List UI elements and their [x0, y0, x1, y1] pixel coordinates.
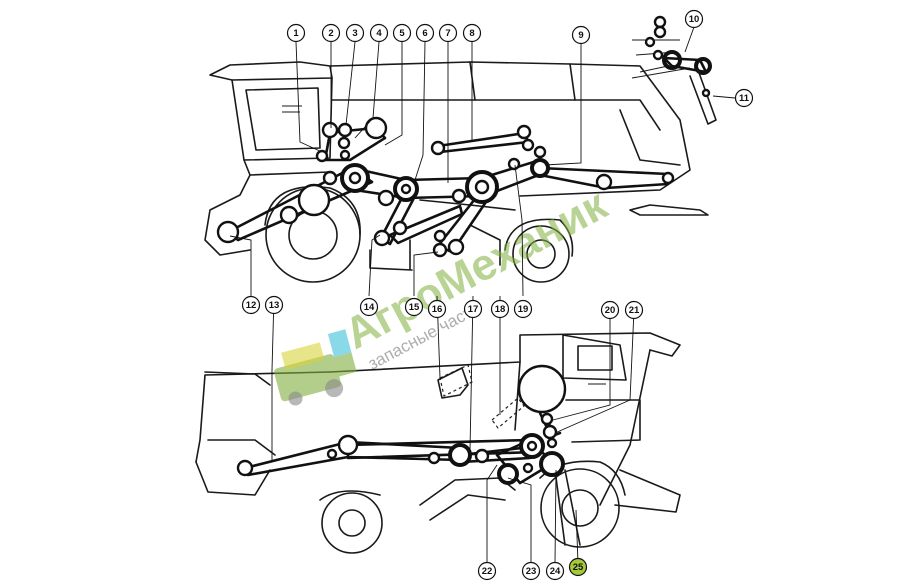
callout-21: 21: [624, 300, 644, 320]
callout-circle: [684, 9, 704, 29]
callout-label: 13: [269, 300, 280, 311]
callout-circle: [321, 23, 341, 43]
callout-circle: [241, 295, 261, 315]
callout-circle: [734, 88, 754, 108]
callout-3: 3: [345, 23, 365, 43]
callout-label: 23: [526, 566, 537, 577]
callout-6: 6: [415, 23, 435, 43]
callout-12: 12: [241, 295, 261, 315]
callout-circle: [624, 300, 644, 320]
callout-label: 6: [422, 28, 427, 39]
callout-label: 3: [352, 28, 357, 39]
callout-label: 20: [605, 305, 616, 316]
callout-label: 5: [399, 28, 405, 39]
callout-circle: [571, 25, 591, 45]
callout-18: 18: [490, 299, 510, 319]
callout-label: 8: [469, 28, 474, 39]
callout-14: 14: [359, 297, 379, 317]
callout-circle: [513, 299, 533, 319]
callout-8: 8: [462, 23, 482, 43]
callout-circle: [392, 23, 412, 43]
callout-label: 4: [376, 28, 382, 39]
callout-circle: [568, 557, 588, 577]
callout-1: 1: [286, 23, 306, 43]
callout-11: 11: [734, 88, 754, 108]
callout-circle: [286, 23, 306, 43]
lower-combine-drawing: [195, 332, 681, 554]
callout-label: 1: [293, 28, 299, 39]
callout-5: 5: [392, 23, 412, 43]
callout-circle: [462, 23, 482, 43]
callout-circle: [359, 297, 379, 317]
callout-circle: [438, 23, 458, 43]
callout-13: 13: [264, 295, 284, 315]
callout-19: 19: [513, 299, 533, 319]
callout-circle: [404, 297, 424, 317]
callout-20: 20: [600, 300, 620, 320]
callout-circle: [521, 561, 541, 581]
callout-22: 22: [477, 561, 497, 581]
callout-circle: [477, 561, 497, 581]
callout-label: 22: [482, 566, 493, 577]
callout-24: 24: [545, 561, 565, 581]
callout-16: 16: [427, 299, 447, 319]
callout-label: 15: [409, 302, 420, 313]
callout-circle: [490, 299, 510, 319]
callout-label: 24: [550, 566, 561, 577]
callout-circle: [600, 300, 620, 320]
callout-label: 16: [432, 304, 443, 315]
callout-9: 9: [571, 25, 591, 45]
watermark-combine-logo-icon: [274, 329, 357, 406]
callout-circle: [463, 299, 483, 319]
callout-circle: [545, 561, 565, 581]
callout-label: 9: [578, 30, 583, 41]
callout-4: 4: [369, 23, 389, 43]
callout-circle: [415, 23, 435, 43]
callout-23: 23: [521, 561, 541, 581]
callout-label: 18: [495, 304, 506, 315]
callout-2: 2: [321, 23, 341, 43]
leader-lines: [229, 26, 736, 564]
callout-label: 12: [246, 300, 257, 311]
callout-label: 11: [739, 93, 750, 104]
callout-label: 21: [629, 305, 640, 316]
callout-label: 14: [364, 302, 375, 313]
callout-circle: [345, 23, 365, 43]
callout-17: 17: [463, 299, 483, 319]
callout-circle: [427, 299, 447, 319]
callout-10: 10: [684, 9, 704, 29]
callout-label: 7: [445, 28, 450, 39]
callout-25: 25: [568, 557, 588, 577]
callout-15: 15: [404, 297, 424, 317]
callout-label: 17: [468, 304, 479, 315]
callout-circle: [264, 295, 284, 315]
callout-label: 25: [573, 562, 584, 573]
callout-label: 2: [328, 28, 333, 39]
callout-label: 19: [518, 304, 529, 315]
callout-label: 10: [689, 14, 700, 25]
callout-circle: [369, 23, 389, 43]
callout-7: 7: [438, 23, 458, 43]
upper-combine-drawing: [204, 15, 717, 283]
